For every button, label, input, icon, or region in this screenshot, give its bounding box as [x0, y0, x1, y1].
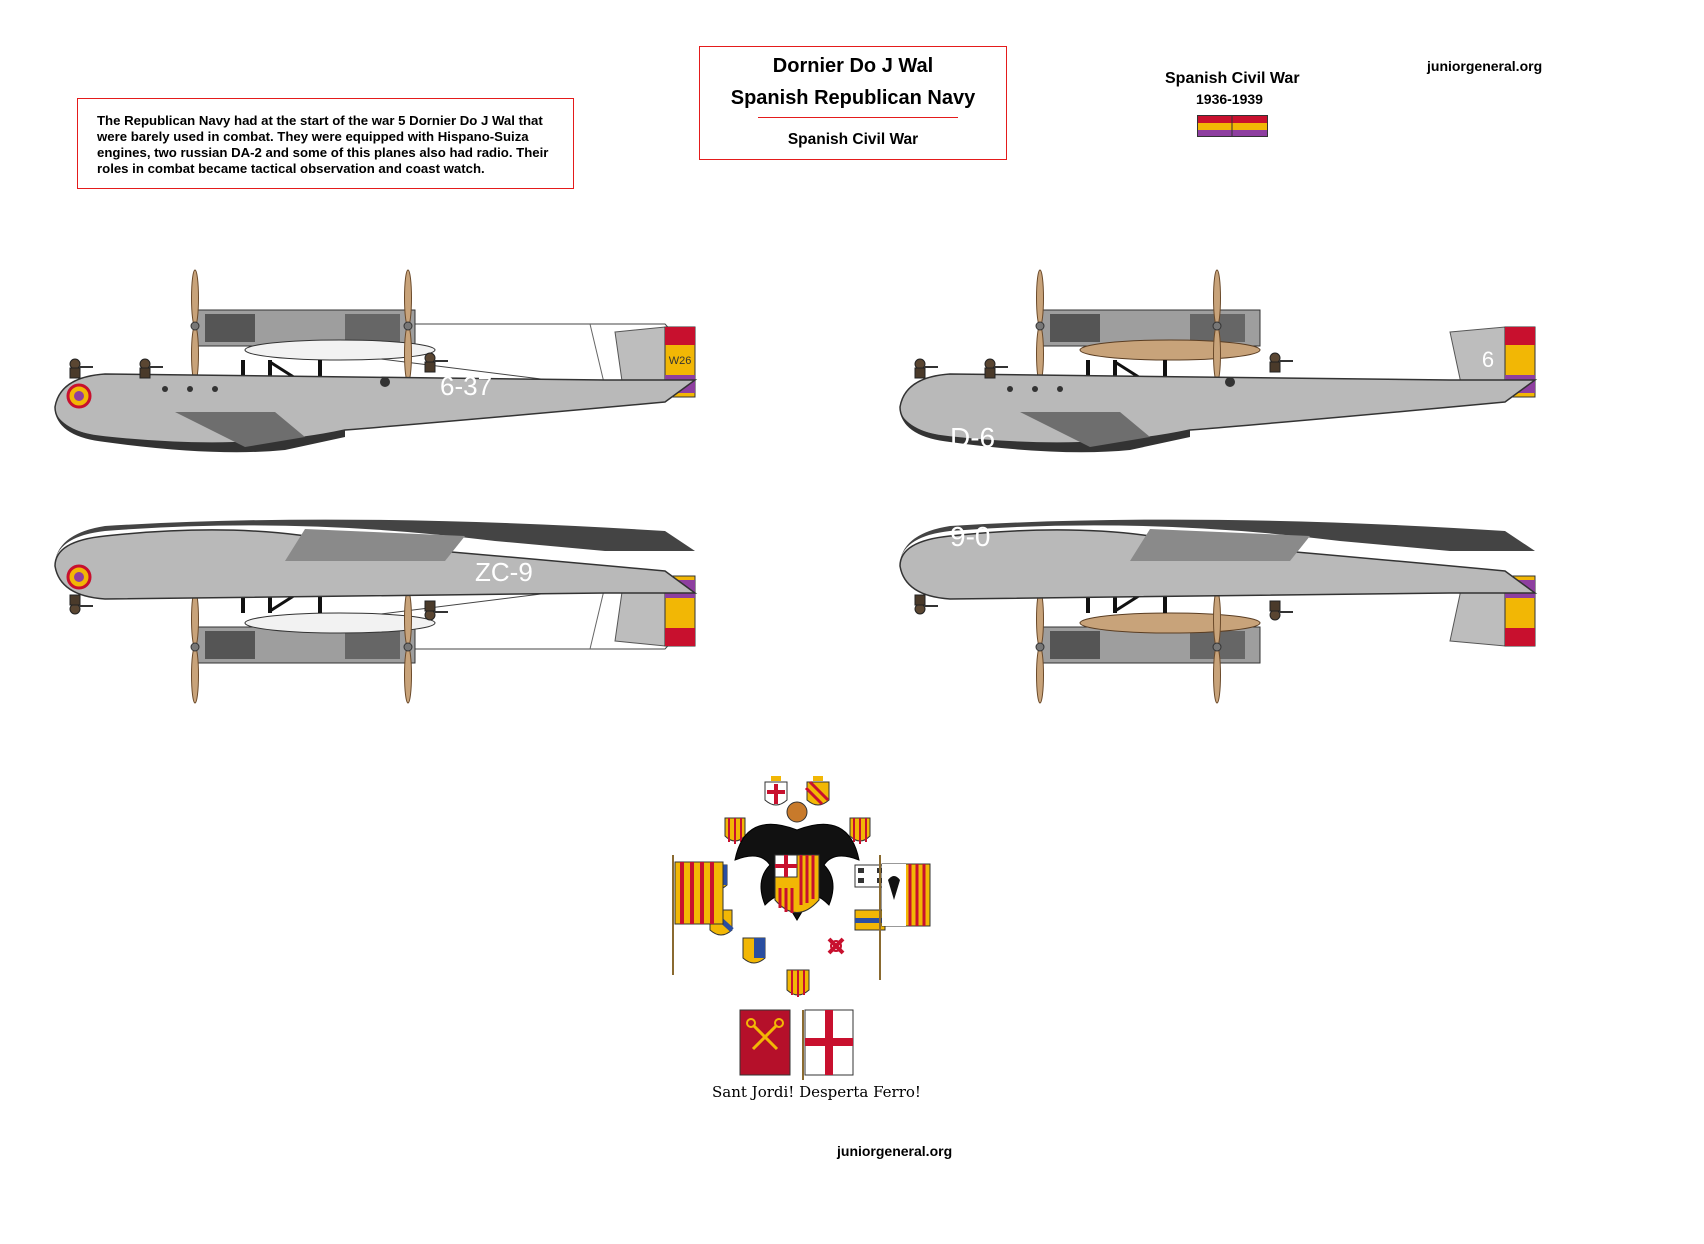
site-link-top[interactable]: juniorgeneral.org	[1427, 58, 1543, 74]
catalan-heraldry-emblem	[672, 776, 931, 1080]
page-subtitle: Spanish Republican Navy	[730, 87, 976, 109]
propeller-front	[1035, 269, 1045, 383]
eagle-icon	[734, 801, 860, 921]
propeller-rear	[403, 269, 413, 383]
plane-code: ZC-9	[475, 557, 533, 587]
war-name: Spanish Civil War	[1165, 70, 1300, 87]
page-title: Dornier Do J Wal	[772, 55, 934, 77]
war-years: 1936-1939	[1196, 91, 1263, 107]
site-link-bottom[interactable]: juniorgeneral.org	[837, 1143, 953, 1159]
engine-wing-strip	[244, 339, 436, 361]
engine-wing-strip	[1079, 339, 1261, 361]
hull	[899, 373, 1538, 444]
plane-right-bottom: 9-0	[899, 519, 1538, 704]
propeller-front	[190, 269, 200, 383]
flag-papal	[739, 1009, 791, 1076]
page-war-label: Spanish Civil War	[787, 131, 919, 148]
tail-code: W26	[669, 355, 692, 367]
motto: Sant Jordi! Desperta Ferro!	[712, 1083, 921, 1101]
plane-code: 9-0	[950, 521, 990, 552]
plane-code: 6-37	[440, 371, 492, 401]
republic-flag-icon	[1197, 115, 1268, 137]
title-box: Dornier Do J Wal Spanish Republican Navy…	[699, 46, 1007, 160]
flag-eagle	[879, 855, 931, 980]
description-text: The Republican Navy had at the start of …	[97, 113, 549, 176]
gunner-nose	[69, 358, 94, 379]
title-divider	[758, 117, 958, 118]
plane-left-bottom: ZC-9	[54, 519, 698, 704]
plane-right-top: 6 D-6	[899, 269, 1538, 453]
description-box: The Republican Navy had at the start of …	[77, 98, 574, 189]
flag-st-george	[802, 1009, 854, 1080]
plane-code: D-6	[950, 422, 995, 453]
plane-left-top: W26 6-37	[54, 269, 698, 453]
gunner-nose	[914, 358, 939, 379]
flag-senyera	[672, 855, 724, 975]
propeller-rear	[1212, 269, 1222, 383]
gunner-rear	[1269, 352, 1294, 373]
tail-code: 6	[1482, 347, 1494, 372]
hull	[54, 373, 698, 444]
